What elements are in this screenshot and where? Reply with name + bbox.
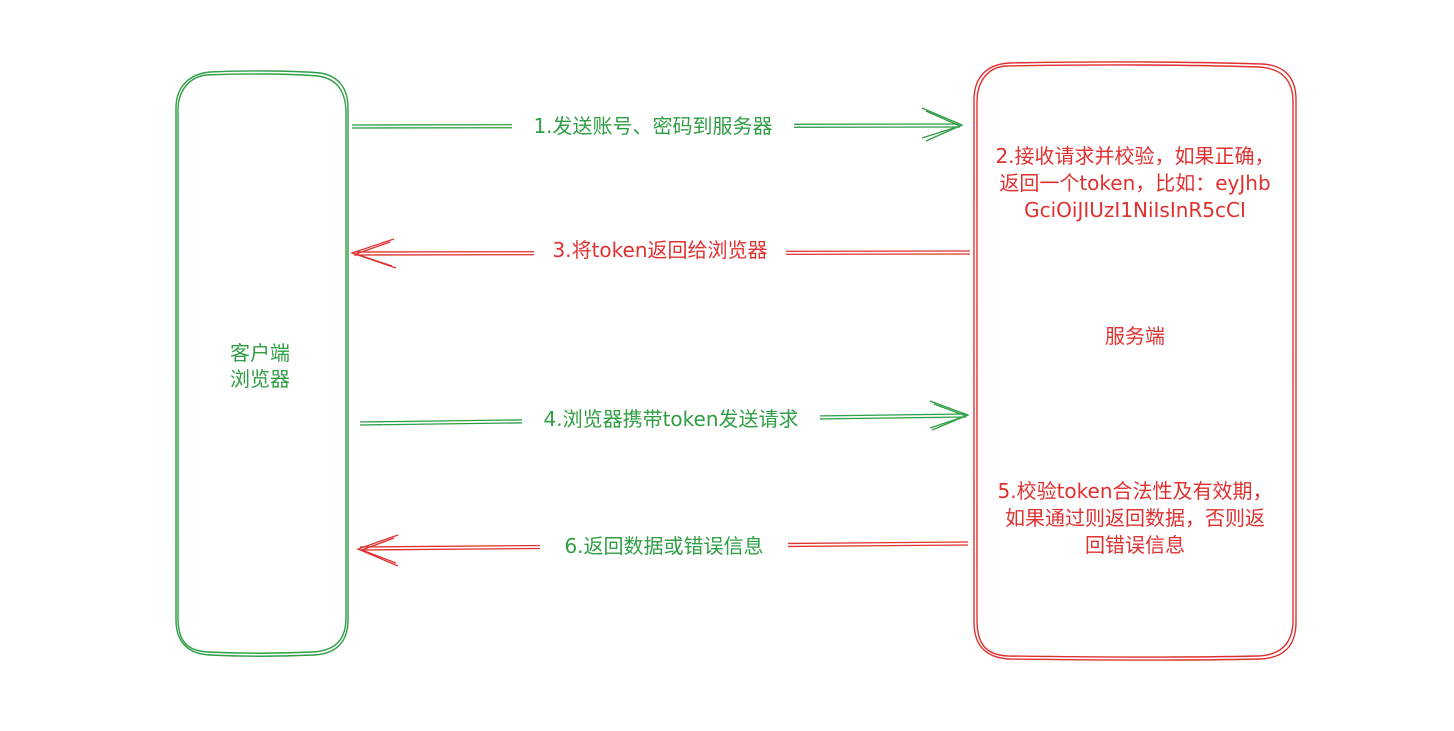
- step5-line-1: 5.校验token合法性及有效期，: [997, 479, 1273, 503]
- step6-label: 6.返回数据或错误信息: [540, 532, 788, 560]
- step3-label: 3.将token返回给浏览器: [534, 236, 786, 264]
- step2-label: 2.接收请求并校验，如果正确， 返回一个token，比如：eyJhb GciOi…: [972, 143, 1298, 224]
- client-label: 客户端 浏览器: [200, 340, 320, 392]
- server-label: 服务端: [1105, 324, 1165, 348]
- step2-line-1: 2.接收请求并校验，如果正确，: [995, 144, 1275, 168]
- server-box: [973, 61, 1297, 661]
- step5-line-2: 如果通过则返回数据，否则返: [1005, 506, 1265, 530]
- step2-line-3: GciOiJIUzI1NiIsInR5cCI: [1024, 198, 1246, 222]
- step5-label: 5.校验token合法性及有效期， 如果通过则返回数据，否则返 回错误信息: [972, 478, 1298, 559]
- client-box: [175, 70, 349, 657]
- step4-label: 4.浏览器携带token发送请求: [522, 405, 820, 433]
- client-label-line-2: 浏览器: [230, 367, 290, 391]
- step2-line-2: 返回一个token，比如：eyJhb: [999, 171, 1271, 195]
- step5-line-3: 回错误信息: [1085, 533, 1185, 557]
- client-label-line-1: 客户端: [230, 341, 290, 365]
- step1-label: 1.发送账号、密码到服务器: [512, 112, 794, 140]
